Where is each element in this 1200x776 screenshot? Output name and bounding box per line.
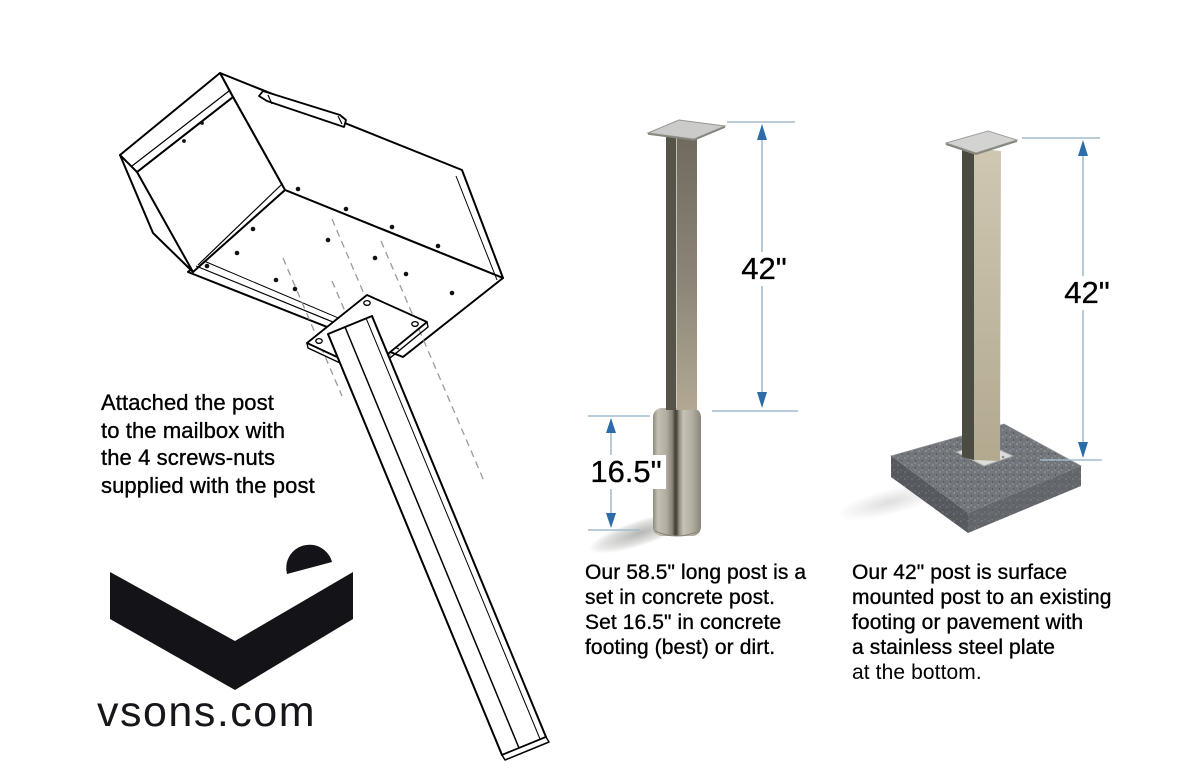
screw-holes [204,186,455,296]
vsons-logo [110,544,353,690]
post-light-face [676,130,697,410]
attached-post-outline [327,315,547,756]
note-line: Our 58.5" long post is a [585,561,807,584]
note-line: Attached the post [101,390,274,415]
inground-post-illustration [588,119,727,554]
dimension-arrows [606,124,767,528]
note-line: Set 16.5" in concrete [585,611,782,634]
note-line: footing or pavement with [852,611,1084,634]
surface-post-note: Our 42" post is surface mounted post to … [852,560,1112,685]
mailbox-line-drawing [119,72,550,761]
mailbox-flag-bracket [258,90,347,128]
logo-chevron [110,572,353,690]
note-line: at the bottom. [852,661,982,684]
note-line: the 4 screws-nuts [101,445,276,470]
note-line: footing (best) or dirt. [585,636,776,659]
post-dark-face [666,130,676,410]
dimension-label-16-5in-buried: 16.5" [586,454,666,489]
post-light-face [974,148,1001,461]
inground-post-note: Our 58.5" long post is a set in concrete… [585,560,806,660]
dimension-label-42in-surface: 42" [1052,275,1122,310]
note-line: a stainless steel plate [852,636,1056,659]
top-mounting-plate [944,130,1019,154]
website-url: vsons.com [97,688,317,736]
surface-post-illustration [836,130,1082,533]
note-line: mounted post to an existing [852,586,1112,609]
mailbox-lid-band [119,72,234,173]
post-end-cap [501,736,550,761]
logo-comma-mark [286,544,332,574]
dimension-label-42in-inground: 42" [729,251,799,286]
lid-rivets [182,121,204,143]
post-dark-face [962,148,974,460]
note-line: set in concrete post. [585,586,776,609]
concrete-sleeve [653,408,701,536]
attach-instruction-note: Attached the post to the mailbox with th… [101,389,315,499]
note-line: Our 42" post is surface [852,561,1068,584]
note-line: supplied with the post [101,472,315,498]
note-line: to the mailbox with [101,417,286,443]
dimension-arrows [1078,140,1088,458]
top-mounting-plate [646,119,727,140]
